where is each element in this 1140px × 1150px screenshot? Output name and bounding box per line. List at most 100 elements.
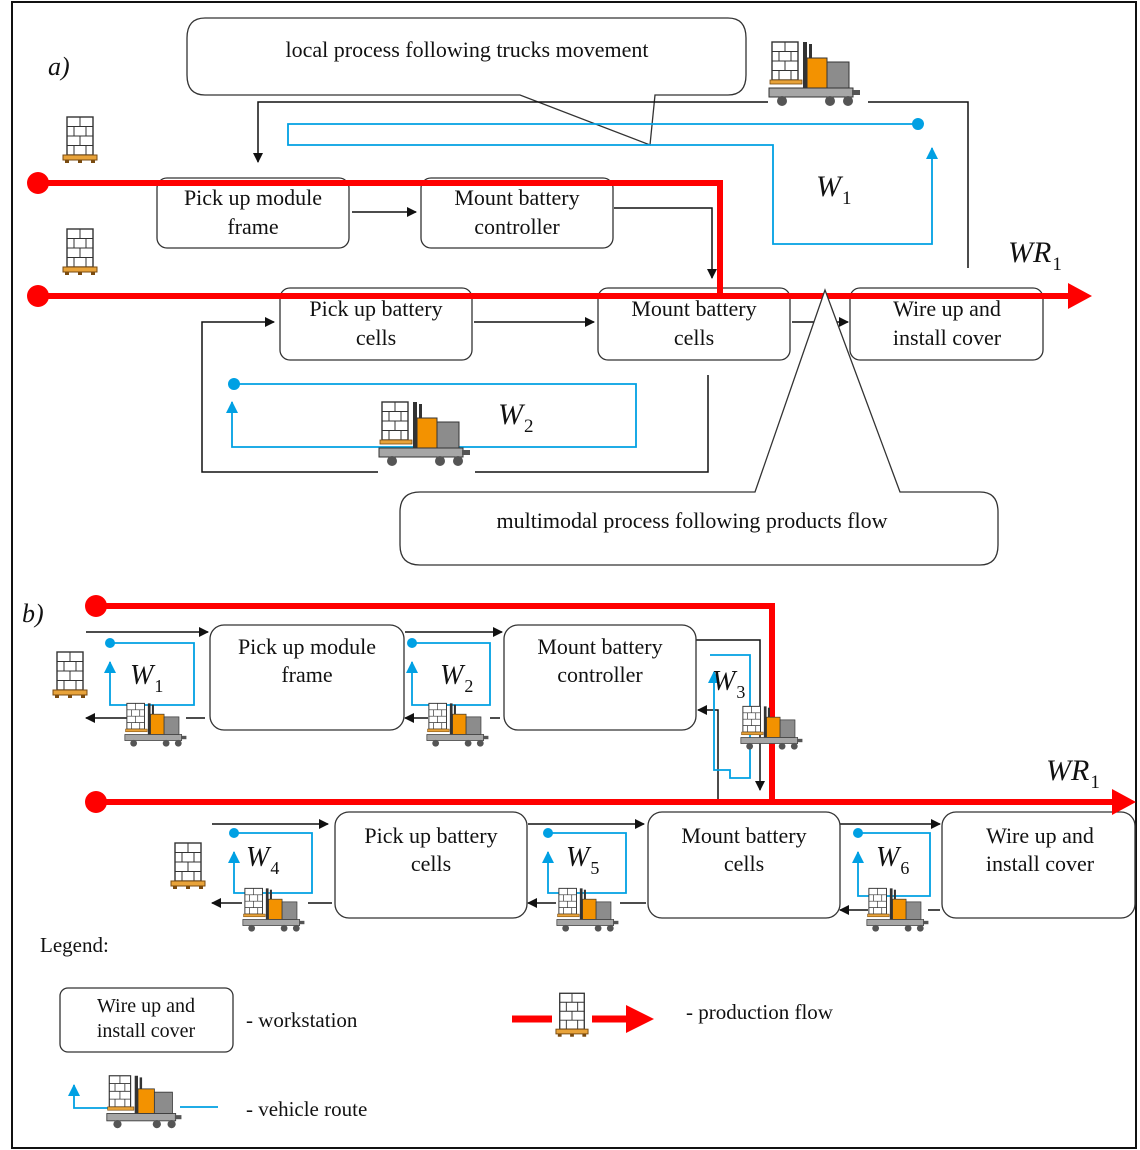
forklift-truck-icon — [378, 401, 471, 467]
pallet-icon — [62, 228, 98, 276]
forklift-truck-icon — [426, 702, 489, 748]
station-b-mount-battery-cells: Mount battery cells — [647, 811, 841, 919]
station-a-mount-battery-controller: Mount battery controller — [420, 177, 614, 249]
station-text: cells — [674, 325, 714, 350]
station-b-pick-up-battery-cells: Pick up battery cells — [334, 811, 528, 919]
figure-border — [11, 1, 1137, 1149]
forklift-truck-icon — [242, 887, 305, 933]
flow-start-dot — [27, 285, 49, 307]
callout-local-process-text: local process following trucks movement — [286, 37, 649, 62]
route-label-w6: W6 — [876, 842, 909, 878]
route-label-w1: W1 — [130, 660, 163, 696]
connector-to-pick-frame — [253, 101, 768, 163]
route-label-w5: W5 — [566, 842, 599, 878]
station-text: cells — [724, 851, 764, 876]
legend-route-desc: - vehicle route — [246, 1097, 367, 1121]
station-text: install cover — [893, 325, 1002, 350]
station-text: cells — [356, 325, 396, 350]
panel-a-label: a) — [48, 52, 70, 81]
pallet-icon — [62, 116, 98, 164]
station-a-pick-up-module-frame: Pick up module frame — [156, 177, 350, 249]
legend-flow-arrowhead — [626, 1005, 654, 1033]
callout-local-process: local process following trucks movement — [186, 17, 747, 146]
pallet-icon — [170, 842, 206, 890]
flow-start-dot — [85, 595, 107, 617]
station-text: Pick up battery — [309, 296, 442, 321]
vehicle-route-w4 — [228, 832, 313, 894]
route-start-dot — [543, 828, 553, 838]
vehicle-route-w5 — [542, 832, 627, 894]
vehicle-route-w1 — [287, 123, 938, 245]
legend-sample-text: Wire up and — [97, 995, 195, 1017]
route-start-dot — [229, 828, 239, 838]
station-text: controller — [474, 214, 560, 239]
legend-workstation-desc: - workstation — [246, 1008, 358, 1032]
station-text: frame — [281, 662, 332, 687]
panel-a: a) local process following trucks moveme… — [27, 17, 1092, 566]
legend-route-line — [68, 1084, 108, 1109]
production-flow-b-arrowhead — [1112, 789, 1136, 815]
route-w2-start-dot — [228, 378, 240, 390]
loop-w2-right — [475, 375, 709, 473]
forklift-truck-icon — [866, 887, 929, 933]
vehicle-route-w1 — [104, 642, 195, 706]
legend: Legend: Wire up and install cover - work… — [40, 933, 834, 1129]
route-label-w1: W1 — [816, 170, 852, 209]
vehicle-route-w3 — [708, 654, 751, 779]
station-b-pick-up-module-frame: Pick up module frame — [209, 624, 405, 731]
truck-a1-link — [868, 101, 969, 268]
station-b-mount-battery-controller: Mount battery controller — [503, 624, 697, 731]
route-label-w2: W2 — [498, 398, 534, 437]
panel-b: b) Pick up module — [22, 595, 1136, 933]
station-text: Wire up and — [986, 823, 1094, 848]
forklift-truck-icon — [124, 702, 187, 748]
route-start-dot — [407, 638, 417, 648]
vehicle-route-w2 — [226, 383, 637, 448]
pallet-icon — [555, 992, 589, 1038]
station-a-pick-up-battery-cells: Pick up battery cells — [279, 287, 473, 361]
station-a-mount-battery-cells: Mount battery cells — [597, 287, 791, 361]
forklift-truck-icon — [556, 887, 619, 933]
return-w3 — [697, 705, 719, 800]
flow-label-wr1: WR1 — [1008, 236, 1062, 275]
route-label-w2: W2 — [440, 660, 473, 696]
station-text: Mount battery — [681, 823, 806, 848]
station-text: Pick up module — [238, 634, 376, 659]
vehicle-route-w6 — [852, 832, 931, 897]
route-label-w3: W3 — [712, 666, 745, 702]
legend-sample-text: install cover — [97, 1020, 196, 1042]
station-text: Wire up and — [893, 296, 1001, 321]
flow-start-dot — [27, 172, 49, 194]
pallet-icon — [52, 651, 88, 699]
panel-b-label: b) — [22, 599, 44, 628]
station-text: Mount battery — [537, 634, 662, 659]
production-flow-a-arrowhead — [1068, 283, 1092, 309]
legend-flow-desc: - production flow — [686, 1000, 834, 1024]
station-b-wire-up-install-cover: Wire up and install cover — [941, 811, 1136, 919]
legend-title: Legend: — [40, 933, 109, 957]
vehicle-route-w2 — [406, 642, 491, 706]
forklift-truck-icon — [106, 1075, 183, 1129]
callout-multimodal-process-text: multimodal process following products fl… — [496, 508, 887, 533]
forklift-truck-icon — [768, 41, 861, 107]
station-text: Pick up module — [184, 185, 322, 210]
flow-label-wr1: WR1 — [1046, 754, 1100, 793]
loop-w2-left — [201, 317, 378, 473]
station-text: frame — [227, 214, 278, 239]
callout-multimodal-process: multimodal process following products fl… — [399, 288, 999, 566]
route-w1-start-dot — [912, 118, 924, 130]
legend-workstation-sample: Wire up and install cover — [59, 987, 234, 1053]
station-text: Pick up battery — [364, 823, 497, 848]
station-text: Mount battery — [631, 296, 756, 321]
route-start-dot — [105, 638, 115, 648]
station-a-wire-up-install-cover: Wire up and install cover — [849, 287, 1044, 361]
station-text: cells — [411, 851, 451, 876]
route-label-w4: W4 — [246, 842, 279, 878]
flow-start-dot — [85, 791, 107, 813]
route-start-dot — [853, 828, 863, 838]
connector-controller-to-mount — [614, 207, 717, 279]
station-text: Mount battery — [454, 185, 579, 210]
station-text: controller — [557, 662, 643, 687]
